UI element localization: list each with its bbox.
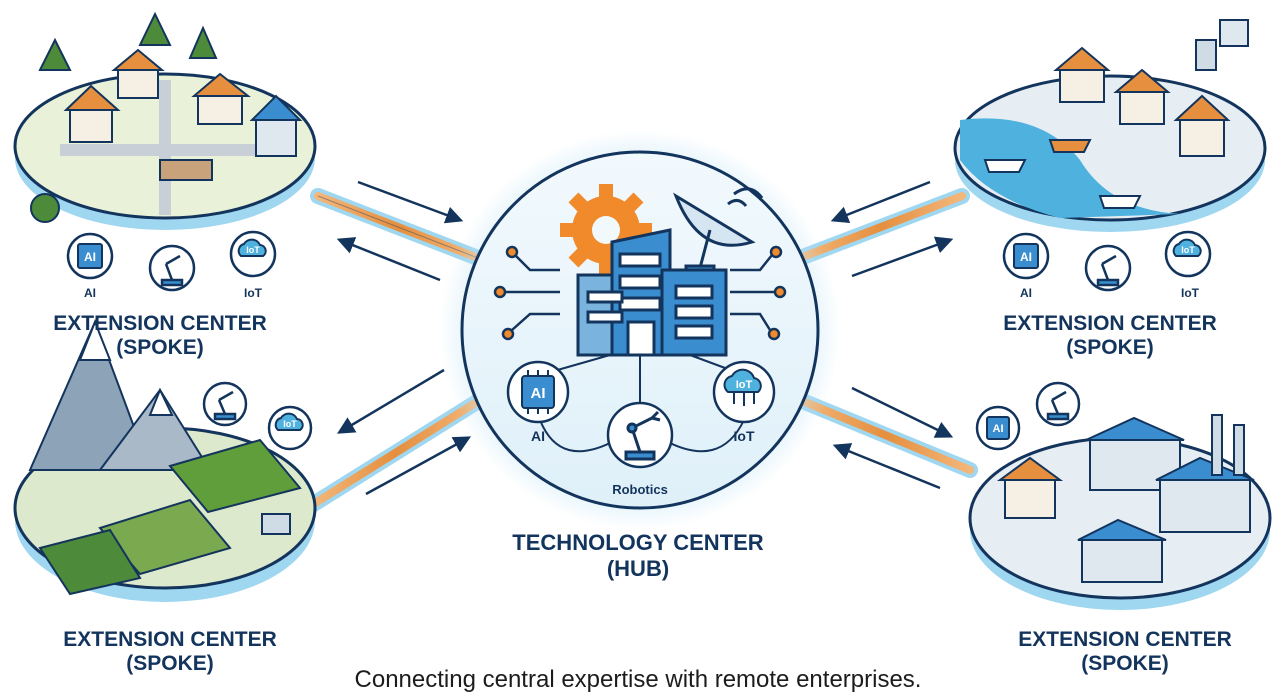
link-top-right bbox=[792, 188, 970, 266]
spoke-bottom-left-label: EXTENSION CENTER (SPOKE) bbox=[63, 628, 277, 676]
arrow-to-hub-top-left bbox=[357, 180, 464, 224]
hub-ai-icon: AI bbox=[506, 360, 570, 424]
hub-robotics-label: Robotics bbox=[612, 482, 668, 497]
spoke-top-left-label: EXTENSION CENTER (SPOKE) bbox=[53, 312, 267, 360]
spoke-bottom-right-robot-arm-icon bbox=[1035, 381, 1081, 427]
hub-ai-label: AI bbox=[531, 428, 545, 444]
spoke-top-right-iot-badge: IoT bbox=[1181, 245, 1195, 255]
diagram-caption: Connecting central expertise with remote… bbox=[354, 666, 922, 693]
spoke-bottom-left-iot-icon: IoT bbox=[267, 405, 313, 451]
link-bottom-left bbox=[304, 392, 488, 513]
spoke-top-left-village bbox=[13, 11, 317, 230]
link-top-left bbox=[310, 188, 486, 266]
spoke-top-left-robot-arm-icon bbox=[148, 244, 196, 292]
hub-ai-badge: AI bbox=[531, 385, 546, 402]
spoke-top-left-subtitle: (SPOKE) bbox=[116, 336, 204, 359]
arrow-to-spoke-bottom-left bbox=[336, 368, 445, 434]
arrow-to-hub-bottom-right bbox=[832, 443, 941, 490]
hub-label: TECHNOLOGY CENTER (HUB) bbox=[512, 530, 763, 582]
spoke-top-right-robot-arm-icon bbox=[1084, 244, 1132, 292]
spoke-bottom-right-industrial bbox=[968, 414, 1272, 610]
link-bottom-right bbox=[792, 392, 978, 478]
hub-subtitle: (HUB) bbox=[606, 556, 670, 581]
spoke-bottom-left-iot-badge: IoT bbox=[283, 419, 297, 429]
arrow-to-hub-bottom-left bbox=[365, 436, 472, 496]
spoke-top-right-label: EXTENSION CENTER (SPOKE) bbox=[1003, 312, 1217, 360]
arrow-to-spoke-top-right bbox=[830, 180, 931, 223]
spoke-top-right-subtitle: (SPOKE) bbox=[1066, 336, 1154, 359]
spoke-top-left-ai-icon: AI bbox=[66, 232, 114, 280]
flow-arrows bbox=[336, 180, 954, 496]
spoke-top-left-iot-icon: IoT bbox=[229, 230, 277, 278]
spoke-bottom-left-title: EXTENSION CENTER bbox=[63, 628, 277, 651]
spoke-bottom-right-label: EXTENSION CENTER (SPOKE) bbox=[1018, 628, 1232, 676]
hub-iot-label: IoT bbox=[733, 428, 755, 444]
spoke-bottom-right-ai-icon: AI bbox=[975, 405, 1021, 451]
arrow-to-hub-top-right bbox=[851, 236, 954, 278]
technology-center-hub: AI IoT bbox=[440, 130, 840, 530]
spoke-top-left-ai-badge: AI bbox=[84, 250, 96, 264]
spoke-top-left-ai-label: AI bbox=[84, 286, 96, 300]
spoke-top-left-iot-badge: IoT bbox=[246, 245, 260, 255]
spoke-top-left-title: EXTENSION CENTER bbox=[53, 312, 267, 335]
hub-iot-badge: IoT bbox=[736, 379, 753, 391]
spoke-top-left-iot-label: IoT bbox=[244, 286, 262, 300]
spoke-bottom-left-subtitle: (SPOKE) bbox=[126, 652, 214, 675]
spoke-bottom-right-ai-badge: AI bbox=[993, 423, 1004, 435]
hub-robot-arm-icon bbox=[606, 401, 674, 469]
spoke-top-right-ai-badge: AI bbox=[1020, 250, 1032, 264]
arrow-to-spoke-bottom-right bbox=[851, 386, 954, 438]
spoke-top-right-ai-icon: AI bbox=[1002, 232, 1050, 280]
spoke-top-right-ai-label: AI bbox=[1020, 286, 1032, 300]
circuit-traces bbox=[493, 245, 787, 341]
spoke-top-right-iot-label: IoT bbox=[1181, 286, 1199, 300]
hub-iot-icon: IoT bbox=[712, 360, 776, 424]
hub-title: TECHNOLOGY CENTER bbox=[512, 530, 764, 555]
spoke-bottom-right-subtitle: (SPOKE) bbox=[1081, 652, 1169, 675]
spoke-bottom-left-farmland bbox=[13, 319, 317, 602]
spoke-bottom-left-robot-arm-icon bbox=[202, 381, 248, 427]
spoke-top-right-title: EXTENSION CENTER bbox=[1003, 312, 1217, 335]
arrow-to-spoke-top-left bbox=[336, 237, 441, 282]
spoke-bottom-right-title: EXTENSION CENTER bbox=[1018, 628, 1232, 651]
spoke-top-right-iot-icon: IoT bbox=[1164, 230, 1212, 278]
spoke-top-right-harbor bbox=[953, 19, 1267, 232]
